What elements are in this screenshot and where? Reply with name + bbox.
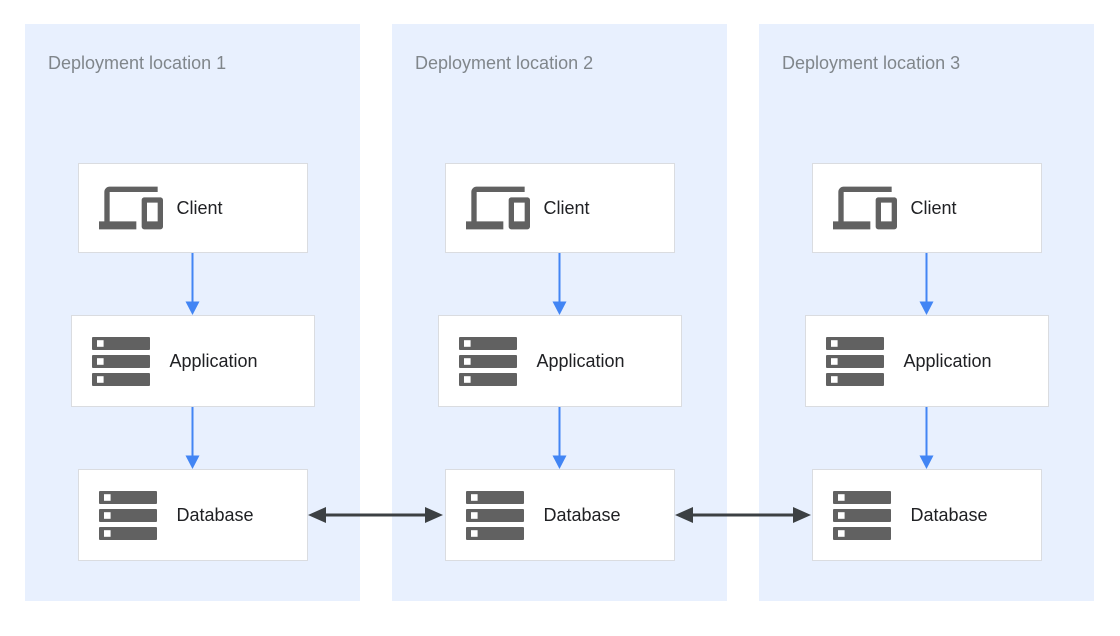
node-label: Application [169, 350, 258, 371]
node-database: Database [811, 469, 1042, 561]
node-client: Client [444, 163, 675, 253]
devices-icon [832, 186, 897, 230]
storage-icon [91, 336, 156, 386]
node-label: Client [176, 197, 223, 218]
deployment-panel-2: Deployment location 2 Client Application [392, 24, 727, 601]
node-label: Application [536, 350, 625, 371]
devices-icon [98, 186, 163, 230]
node-application: Application [804, 315, 1049, 407]
devices-icon [465, 186, 530, 230]
panel-title: Deployment location 2 [415, 53, 594, 73]
node-application: Application [437, 315, 682, 407]
node-application: Application [70, 315, 315, 407]
deployment-panel-1: Deployment location 1 Client Application [25, 24, 360, 601]
node-database: Database [77, 469, 308, 561]
panel-title: Deployment location 3 [782, 53, 961, 73]
node-client: Client [811, 163, 1042, 253]
node-label: Application [903, 350, 992, 371]
node-database: Database [444, 469, 675, 561]
storage-icon [832, 490, 897, 540]
node-label: Database [543, 504, 621, 525]
node-label: Database [176, 504, 254, 525]
storage-icon [458, 336, 523, 386]
storage-icon [825, 336, 890, 386]
node-label: Client [910, 197, 957, 218]
node-label: Client [543, 197, 590, 218]
node-label: Database [910, 504, 988, 525]
panel-title: Deployment location 1 [48, 53, 227, 73]
node-client: Client [77, 163, 308, 253]
storage-icon [465, 490, 530, 540]
storage-icon [98, 490, 163, 540]
deployment-panel-3: Deployment location 3 Client Application [759, 24, 1094, 601]
